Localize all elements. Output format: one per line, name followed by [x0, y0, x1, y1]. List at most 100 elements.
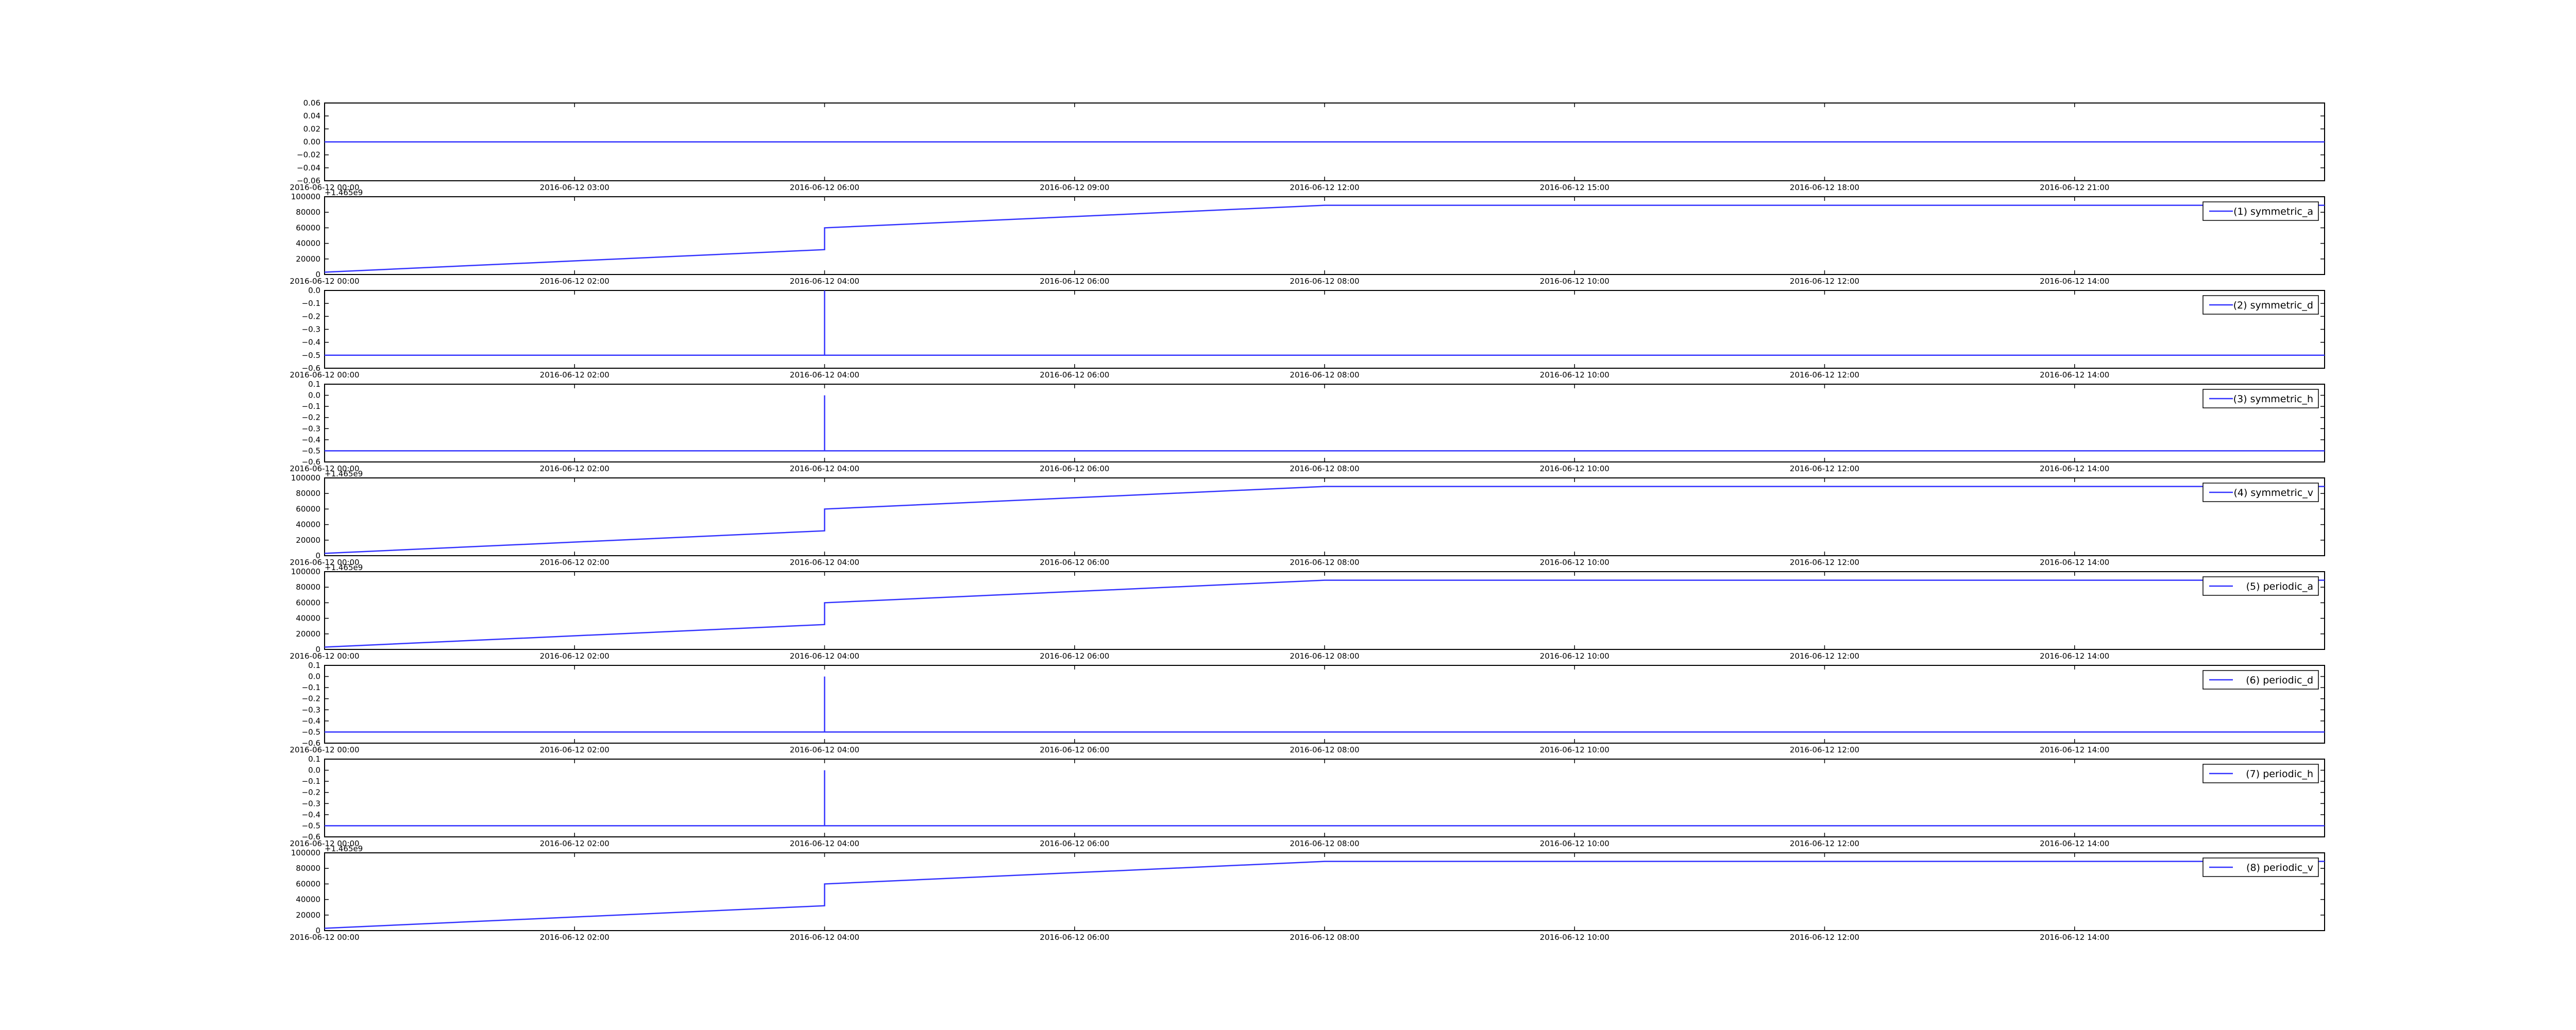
- legend-label: (7) periodic_h: [2246, 768, 2313, 780]
- y-tick-label: 0.06: [303, 98, 320, 108]
- y-tick-label: 0.00: [303, 138, 320, 147]
- x-tick-label: 2016-06-12 14:00: [2040, 651, 2109, 661]
- x-tick-label: 2016-06-12 02:00: [540, 933, 609, 942]
- x-tick-label: 2016-06-12 12:00: [1790, 933, 1859, 942]
- legend-label: (4) symmetric_v: [2233, 487, 2313, 499]
- legend-label: (5) periodic_a: [2246, 581, 2313, 592]
- y-tick-label: 60000: [296, 598, 320, 607]
- y-tick-label: −0.04: [297, 163, 320, 173]
- x-tick-label: 2016-06-12 02:00: [540, 745, 609, 754]
- y-tick-label: 100000: [291, 473, 320, 483]
- x-tick-label: 2016-06-12 03:00: [540, 183, 609, 192]
- series-line: [324, 579, 2325, 648]
- x-tick-label: 2016-06-12 18:00: [1790, 183, 1859, 192]
- y-tick-label: 20000: [296, 536, 320, 545]
- x-tick-label: 2016-06-12 02:00: [540, 651, 609, 661]
- x-tick-label: 2016-06-12 14:00: [2040, 370, 2109, 380]
- x-tick-label: 2016-06-12 00:00: [290, 933, 359, 942]
- x-tick-label: 2016-06-12 06:00: [1040, 370, 1109, 380]
- x-tick-label: 2016-06-12 15:00: [1540, 183, 1609, 192]
- legend-label: (2) symmetric_d: [2233, 300, 2313, 311]
- y-tick-label: 0: [315, 270, 320, 279]
- legend: (3) symmetric_h: [2202, 389, 2319, 408]
- legend: (1) symmetric_a: [2202, 201, 2319, 221]
- x-tick-label: 2016-06-12 10:00: [1540, 558, 1609, 567]
- legend-label: (3) symmetric_h: [2233, 393, 2313, 405]
- y-tick-label: 60000: [296, 504, 320, 513]
- y-tick-label: 80000: [296, 864, 320, 873]
- y-tick-label: 100000: [291, 192, 320, 201]
- x-tick-label: 2016-06-12 14:00: [2040, 277, 2109, 286]
- x-tick-label: 2016-06-12 00:00: [290, 370, 359, 380]
- y-tick-label: −0.5: [302, 446, 320, 455]
- series-line: [324, 861, 2325, 929]
- legend-label: (6) periodic_d: [2246, 675, 2313, 686]
- y-tick-label: −0.6: [302, 739, 320, 748]
- x-tick-label: 2016-06-12 04:00: [790, 651, 859, 661]
- x-tick-label: 2016-06-12 14:00: [2040, 745, 2109, 754]
- x-tick-label: 2016-06-12 06:00: [1040, 651, 1109, 661]
- x-tick-label: 2016-06-12 02:00: [540, 558, 609, 567]
- series-line: [324, 486, 2325, 554]
- axes-frame: [324, 196, 2325, 275]
- y-tick-label: 0.02: [303, 124, 320, 133]
- x-tick-label: 2016-06-12 10:00: [1540, 745, 1609, 754]
- series-line: [325, 770, 2325, 827]
- x-tick-label: 2016-06-12 10:00: [1540, 464, 1609, 473]
- y-tick-label: 0.0: [308, 286, 320, 295]
- x-tick-label: 2016-06-12 02:00: [540, 839, 609, 848]
- y-tick-label: −0.1: [302, 299, 320, 308]
- y-tick-label: −0.6: [302, 364, 320, 373]
- y-tick-label: 0.0: [308, 391, 320, 400]
- x-tick-label: 2016-06-12 00:00: [290, 464, 359, 473]
- x-tick-label: 2016-06-12 04:00: [790, 933, 859, 942]
- legend: (7) periodic_h: [2202, 764, 2319, 783]
- x-tick-label: 2016-06-12 12:00: [1790, 558, 1859, 567]
- y-tick-label: 40000: [296, 895, 320, 904]
- y-tick-label: 60000: [296, 879, 320, 888]
- y-tick-label: −0.5: [302, 821, 320, 830]
- y-tick-label: −0.2: [302, 788, 320, 797]
- x-tick-label: 2016-06-12 04:00: [790, 558, 859, 567]
- y-tick-label: 40000: [296, 239, 320, 248]
- series-line: [325, 395, 2325, 452]
- x-tick-label: 2016-06-12 12:00: [1790, 651, 1859, 661]
- legend: (8) periodic_v: [2202, 857, 2319, 877]
- y-tick-label: −0.4: [302, 810, 320, 819]
- x-tick-label: 2016-06-12 06:00: [790, 183, 859, 192]
- subplot-3: −0.6−0.5−0.4−0.3−0.2−0.10.00.12016-06-12…: [290, 380, 2325, 473]
- y-tick-label: −0.3: [302, 705, 320, 714]
- y-tick-label: −0.4: [302, 435, 320, 444]
- x-tick-label: 2016-06-12 04:00: [790, 277, 859, 286]
- offset-text: +1.465e9: [325, 563, 363, 572]
- legend: (4) symmetric_v: [2202, 483, 2319, 502]
- x-tick-label: 2016-06-12 08:00: [1290, 839, 1359, 848]
- x-tick-label: 2016-06-12 06:00: [1040, 464, 1109, 473]
- y-tick-label: −0.4: [302, 338, 320, 347]
- y-tick-label: 0: [315, 926, 320, 935]
- x-tick-label: 2016-06-12 08:00: [1290, 277, 1359, 286]
- y-tick-label: −0.1: [302, 777, 320, 786]
- x-tick-label: 2016-06-12 06:00: [1040, 277, 1109, 286]
- y-tick-label: −0.2: [302, 413, 320, 422]
- y-tick-label: 80000: [296, 208, 320, 217]
- y-tick-label: −0.5: [302, 351, 320, 360]
- y-tick-label: 100000: [291, 567, 320, 576]
- y-tick-label: 80000: [296, 582, 320, 592]
- x-tick-label: 2016-06-12 00:00: [290, 745, 359, 754]
- y-tick-label: 40000: [296, 614, 320, 623]
- x-tick-label: 2016-06-12 08:00: [1290, 933, 1359, 942]
- offset-text: +1.465e9: [325, 469, 363, 478]
- x-tick-label: 2016-06-12 08:00: [1290, 464, 1359, 473]
- y-tick-label: −0.6: [302, 457, 320, 467]
- y-tick-label: 0.1: [308, 661, 320, 670]
- x-tick-label: 2016-06-12 00:00: [290, 183, 359, 192]
- x-tick-label: 2016-06-12 21:00: [2040, 183, 2109, 192]
- x-tick-label: 2016-06-12 12:00: [1290, 183, 1359, 192]
- subplot-0: −0.06−0.04−0.020.000.020.040.062016-06-1…: [290, 98, 2325, 192]
- x-tick-label: 2016-06-12 14:00: [2040, 464, 2109, 473]
- offset-text: +1.465e9: [325, 188, 363, 197]
- x-tick-label: 2016-06-12 08:00: [1290, 558, 1359, 567]
